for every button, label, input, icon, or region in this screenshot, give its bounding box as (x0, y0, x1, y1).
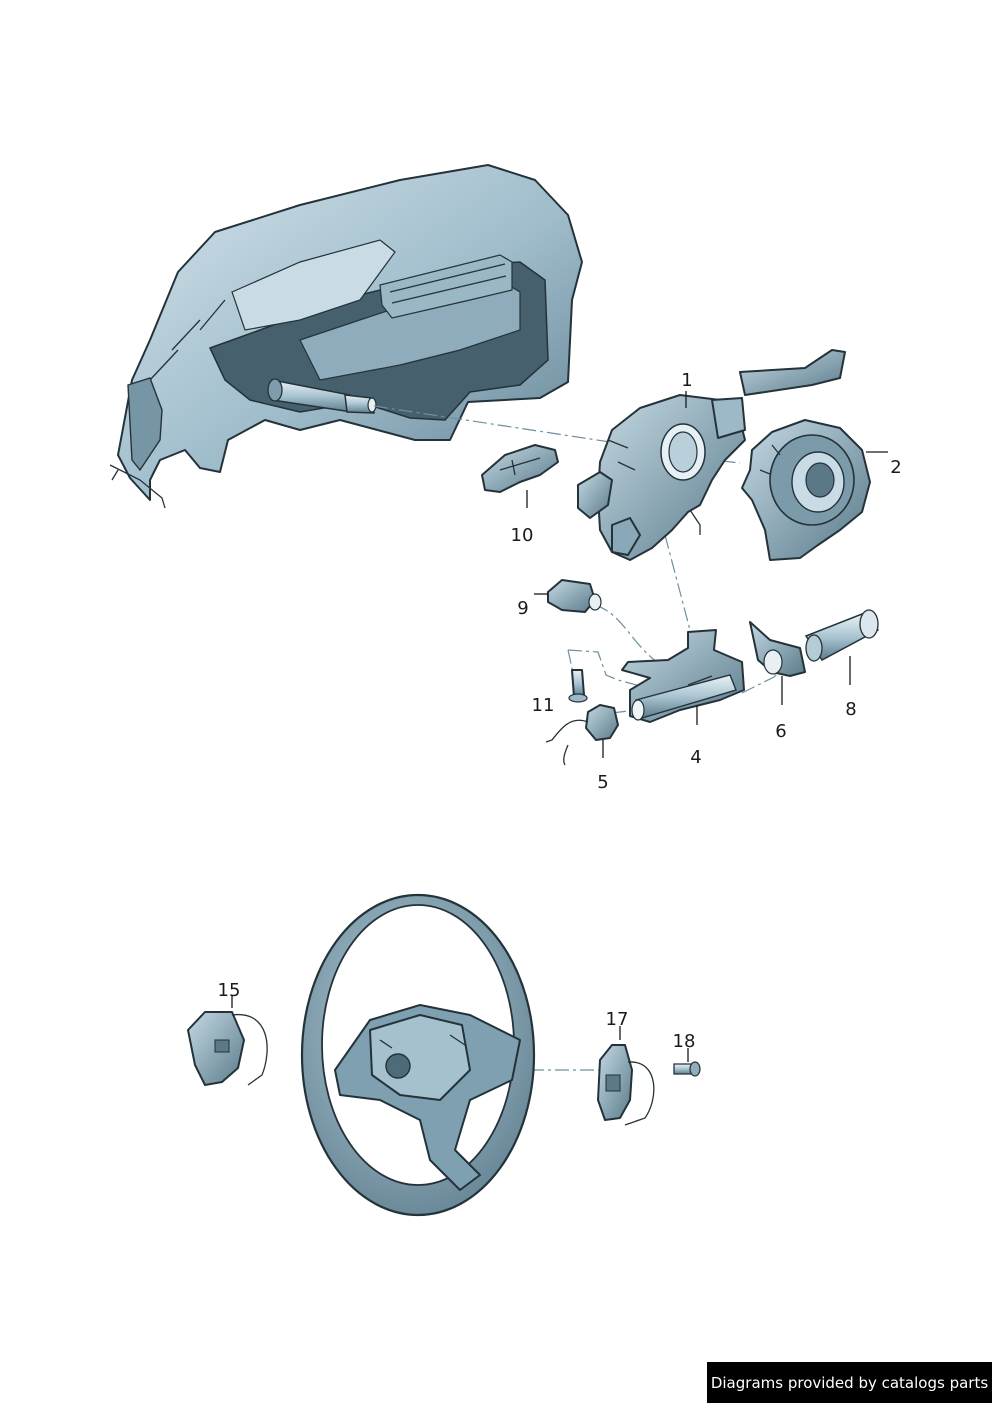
part-18-screw (673, 1061, 701, 1077)
callout-17: 17 (606, 1009, 629, 1030)
credit-banner: Diagrams provided by catalogs parts (707, 1362, 992, 1403)
part-8-lock-cylinder (804, 609, 880, 662)
part-15-left-switch (187, 1011, 268, 1086)
callout-6: 6 (775, 721, 786, 742)
callout-2: 2 (890, 457, 901, 478)
part-4-lock-housing (621, 629, 745, 723)
part-6-cover-plate (749, 621, 806, 677)
callout-15: 15 (218, 980, 241, 1001)
part-10-bracket (481, 444, 559, 493)
callout-4: 4 (690, 747, 701, 768)
callout-10: 10 (511, 525, 534, 546)
part-17-right-switch (597, 1044, 655, 1126)
part-11-screw (568, 669, 588, 703)
part-1-combination-switch (577, 349, 846, 561)
steering-wheel (300, 893, 536, 1217)
part-2-clock-spring (741, 419, 871, 561)
callout-9: 9 (517, 598, 528, 619)
leader-lines (231, 391, 888, 1062)
part-5-connector (545, 704, 619, 766)
callout-labels: 1 2 4 5 6 8 9 10 11 15 17 18 (218, 370, 902, 1052)
part-9-sensor (547, 579, 602, 613)
callout-5: 5 (597, 772, 608, 793)
callout-11: 11 (532, 695, 555, 716)
callout-1: 1 (681, 370, 692, 391)
callout-8: 8 (845, 699, 856, 720)
dashboard-panel (109, 164, 583, 509)
callout-18: 18 (673, 1031, 696, 1052)
